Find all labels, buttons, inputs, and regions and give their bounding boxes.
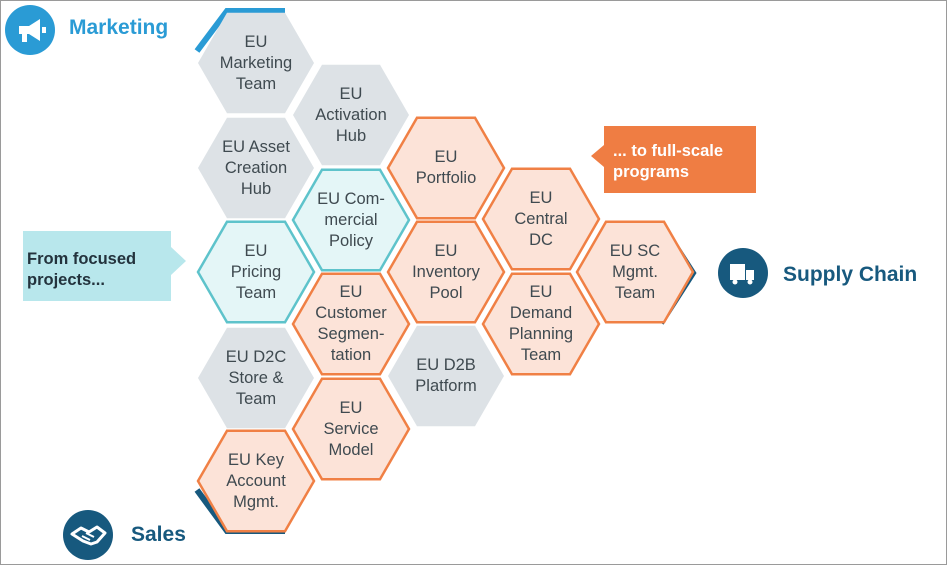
hex-label-eu-demand-planning-team: EU Demand Planning Team [508, 283, 574, 364]
hex-eu-central-dc [481, 167, 601, 271]
hex-eu-pricing-team [196, 220, 316, 324]
hex-label-eu-asset-creation-hub: EU Asset Creation Hub [222, 137, 290, 198]
to-callout-box [591, 126, 756, 193]
hex-eu-inventory-pool [386, 220, 506, 324]
hex-label-eu-sc-mgmt-team: EU SC Mgmt. Team [609, 241, 661, 302]
truck-icon [718, 248, 768, 298]
hex-eu-key-account-mgmt [196, 429, 316, 533]
sales-label: Sales [131, 523, 186, 546]
hex-label-eu-d2c-store-team: EU D2C Store & Team [225, 347, 287, 408]
hex-eu-sc-mgmt-team [575, 220, 695, 324]
from-callout-box [23, 231, 186, 301]
from-callout-text: From focused projects... [27, 250, 137, 289]
hex-eu-asset-creation-hub [198, 117, 314, 219]
hex-label-eu-d2b-platform: EU D2B Platform [415, 356, 477, 395]
hex-eu-service-model [291, 377, 411, 481]
hex-label-eu-key-account-mgmt: EU Key Account Mgmt. [226, 450, 286, 511]
hex-label-eu-pricing-team: EU Pricing Team [230, 241, 282, 302]
hex-label-eu-marketing-team: EU Marketing Team [219, 32, 293, 93]
hex-eu-customer-segmentation [291, 272, 411, 376]
hex-label-eu-inventory-pool: EU Inventory Pool [412, 241, 480, 302]
hex-eu-d2b-platform [388, 325, 504, 427]
hex-eu-d2c-store-team [198, 327, 314, 429]
megaphone-icon [5, 5, 55, 55]
hex-label-eu-activation-hub: EU Activation Hub [315, 84, 387, 145]
hex-label-eu-service-model: EU Service Model [323, 398, 379, 459]
hex-label-eu-portfolio: EU Portfolio [415, 148, 477, 187]
hex-eu-marketing-team [198, 12, 314, 114]
hex-eu-commercial-policy [291, 168, 411, 272]
supply-chain-label: Supply Chain [783, 263, 918, 286]
marketing-label: Marketing [69, 16, 169, 39]
hex-eu-demand-planning-team [481, 272, 601, 376]
hex-eu-portfolio [386, 116, 506, 220]
hex-eu-activation-hub [293, 64, 409, 166]
hex-label-eu-commercial-policy: EU Com- mercial Policy [317, 189, 385, 250]
hex-label-eu-customer-segmentation: EU Customer Segmen- tation [315, 283, 387, 364]
marketing-accent-edge [194, 8, 285, 53]
to-callout-text: ... to full-scale programs [613, 142, 724, 181]
handshake-icon [63, 510, 113, 560]
hex-label-eu-central-dc: EU Central DC [514, 188, 568, 249]
